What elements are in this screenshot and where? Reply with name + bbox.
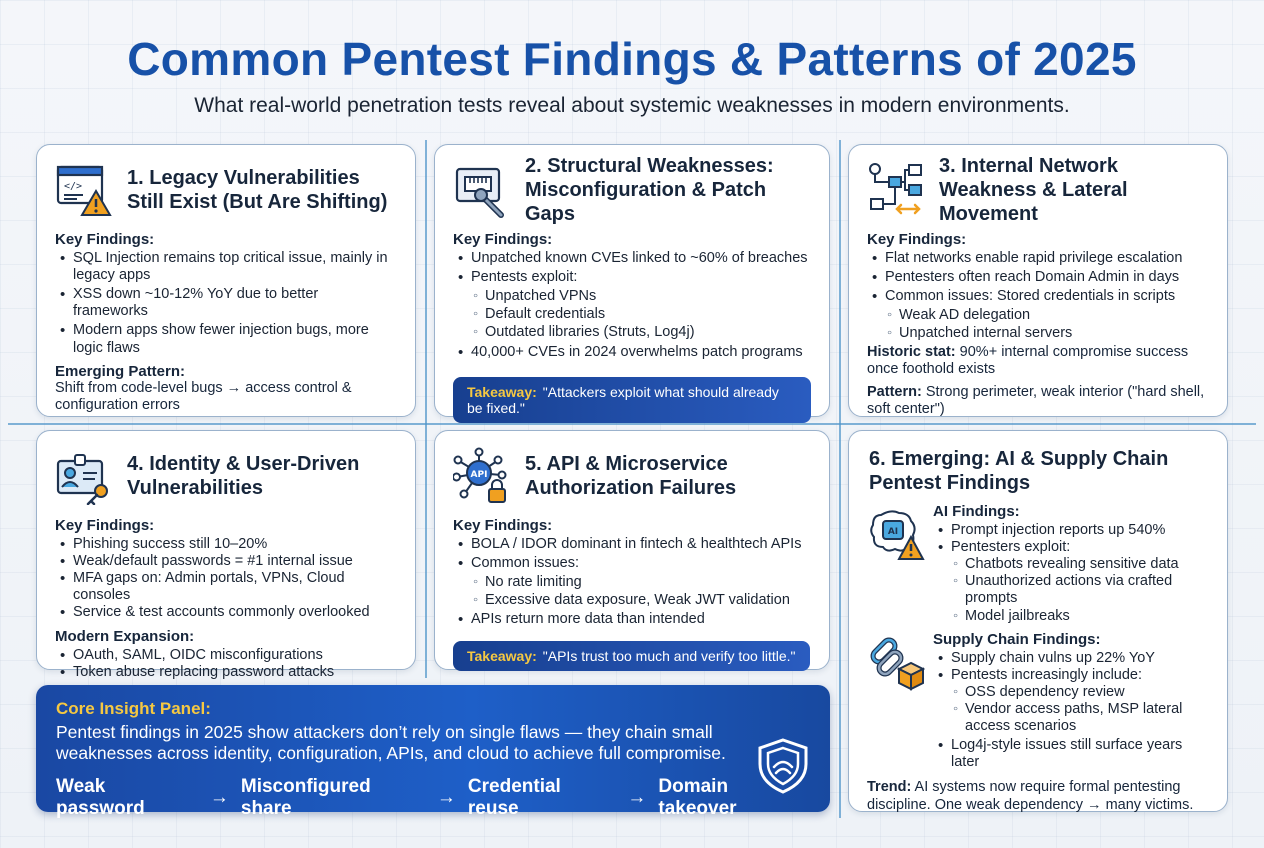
list-item: Pentests increasingly include: xyxy=(933,667,1209,685)
arrow-icon: → xyxy=(209,787,229,808)
sub-list-item: No rate limiting xyxy=(453,574,811,591)
list-item: Service & test accounts commonly overloo… xyxy=(55,604,397,622)
page-subtitle: What real-world penetration tests reveal… xyxy=(194,94,1070,117)
svg-text:</>: </> xyxy=(64,181,82,192)
sub-list-item: Vendor access paths, MSP lateral access … xyxy=(933,701,1209,735)
list-item: Weak/default passwords = #1 internal iss… xyxy=(55,553,397,571)
list-item: Flat networks enable rapid privilege esc… xyxy=(867,250,1209,268)
arrow-icon: → xyxy=(436,787,456,808)
list-item: Log4j-style issues still surface years l… xyxy=(933,737,1209,771)
sub-list-item: Chatbots revealing sensitive data xyxy=(933,556,1209,573)
list-item: XSS down ~10-12% YoY due to better frame… xyxy=(55,286,397,320)
chain-step: Credential reuse xyxy=(467,776,561,819)
card-identity: 4. Identity & User-Driven Vulnerabilitie… xyxy=(36,430,416,681)
svg-text:AI: AI xyxy=(888,527,898,537)
sub-list-item: Model jailbreaks xyxy=(933,608,1209,625)
card-structural-weaknesses: 2. Structural Weaknesses: Misconfigurati… xyxy=(434,144,830,423)
list-item: Phishing success still 10–20% xyxy=(55,536,397,554)
sub-list-item: Unauthorized actions via crafted prompts xyxy=(933,573,1209,607)
card-title: 1. Legacy Vulnerabilities Still Exist (B… xyxy=(127,167,388,213)
pattern-label: Pattern: xyxy=(867,383,922,400)
takeaway-banner: Takeaway: "APIs trust too much and verify… xyxy=(453,640,810,671)
takeaway-text: "APIs trust too much and verify too litt… xyxy=(542,647,796,664)
list-item: BOLA / IDOR dominant in fintech & health… xyxy=(453,536,811,554)
key-findings-label: Key Findings: xyxy=(867,231,967,248)
pattern-text: Strong perimeter, weak interior ("hard s… xyxy=(867,383,1205,417)
divider-vertical-left xyxy=(425,140,427,678)
chain-step: Domain takeover xyxy=(658,776,737,819)
page-title: Common Pentest Findings & Patterns of 20… xyxy=(127,33,1137,85)
card-title: 5. API & Microservice Authorization Fail… xyxy=(525,453,737,499)
list-item: Token abuse replacing password attacks xyxy=(55,664,397,682)
ai-findings-label: AI Findings: xyxy=(933,503,1020,520)
key-findings-label: Key Findings: xyxy=(453,517,553,534)
card-title: 2. Structural Weaknesses: Misconfigurati… xyxy=(525,155,774,225)
list-item: Prompt injection reports up 540% xyxy=(933,522,1209,540)
card-internal-network: 3. Internal Network Weakness & Lateral M… xyxy=(848,144,1228,417)
takeaway-label: Takeaway: xyxy=(467,647,537,664)
sub-list-item: Unpatched VPNs xyxy=(453,288,811,305)
divider-horizontal xyxy=(8,423,1256,425)
historic-stat-label: Historic stat: xyxy=(867,343,956,360)
list-item: Unpatched known CVEs linked to ~60% of b… xyxy=(453,250,811,268)
shield-icon xyxy=(758,738,808,794)
takeaway-label: Takeaway: xyxy=(467,383,537,400)
takeaway-banner: Takeaway:"Attackers exploit what should … xyxy=(453,376,811,423)
list-item: Pentests exploit: xyxy=(453,269,811,287)
list-item: Common issues: Stored credentials in scr… xyxy=(867,288,1209,306)
code-window-warning-icon: </> xyxy=(56,165,112,216)
list-item: Modern apps show fewer injection bugs, m… xyxy=(55,322,397,356)
id-card-key-icon xyxy=(56,454,108,505)
emerging-pattern-label: Emerging Pattern: xyxy=(55,362,186,380)
api-lock-icon: API xyxy=(453,447,507,503)
list-item: Pentesters often reach Domain Admin in d… xyxy=(867,269,1209,287)
core-insight-text: Pentest findings in 2025 show attackers … xyxy=(56,722,726,763)
list-item: MFA gaps on: Admin portals, VPNs, Cloud … xyxy=(55,570,397,604)
card-ai-supply-chain: 6. Emerging: AI & Supply Chain Pentest F… xyxy=(848,430,1228,813)
card-title: 4. Identity & User-Driven Vulnerabilitie… xyxy=(127,453,360,499)
takeaway-text: "Attackers exploit what should already b… xyxy=(467,383,779,416)
sub-list-item: Weak AD delegation xyxy=(867,307,1209,324)
supply-chain-label: Supply Chain Findings: xyxy=(933,630,1101,648)
core-insight-panel: Core Insight Panel: Pentest findings in … xyxy=(36,685,830,819)
card-api-authorization: API 5. API & Microservice Authorization … xyxy=(434,430,830,671)
card-title: 3. Internal Network Weakness & Lateral M… xyxy=(939,155,1128,225)
trend-label: Trend: xyxy=(867,779,912,796)
chain-link-box-icon xyxy=(870,637,925,691)
card-title: 6. Emerging: AI & Supply Chain Pentest F… xyxy=(869,448,1169,494)
historic-stat-text: 90%+ internal compromise success once fo… xyxy=(867,343,1189,377)
list-item: Common issues: xyxy=(453,555,811,573)
key-findings-label: Key Findings: xyxy=(55,517,155,534)
list-item: Supply chain vulns up 22% YoY xyxy=(933,650,1209,668)
list-item: SQL Injection remains top critical issue… xyxy=(55,250,397,284)
arrow-icon: → xyxy=(627,787,647,808)
card-legacy-vulnerabilities: </> 1. Legacy Vulnerabilities Still Exis… xyxy=(36,144,416,417)
svg-text:API: API xyxy=(471,470,488,480)
list-item: APIs return more data than intended xyxy=(453,611,811,629)
list-item: 40,000+ CVEs in 2024 overwhelms patch pr… xyxy=(453,344,811,362)
list-item: OAuth, SAML, OIDC misconfigurations xyxy=(55,647,397,665)
network-port-wrench-icon xyxy=(455,167,504,218)
network-nodes-icon xyxy=(869,163,922,215)
sub-list-item: Unpatched internal servers xyxy=(867,325,1209,342)
attack-chain: Weak password → Misconfigured share → Cr… xyxy=(56,776,810,820)
sub-list-item: Excessive data exposure, Weak JWT valida… xyxy=(453,592,811,609)
key-findings-label: Key Findings: xyxy=(55,231,155,248)
trend-text: AI systems now require formal pentesting… xyxy=(867,779,1194,813)
list-item: Pentesters exploit: xyxy=(933,539,1209,557)
sub-list-item: OSS dependency review xyxy=(933,684,1209,701)
modern-expansion-label: Modern Expansion: xyxy=(55,627,195,645)
divider-vertical-right xyxy=(839,140,841,818)
ai-brain-warning-icon: AI xyxy=(870,510,925,560)
emerging-pattern-text: Shift from code-level bugs → access cont… xyxy=(55,379,352,413)
sub-list-item: Outdated libraries (Struts, Log4j) xyxy=(453,324,811,341)
key-findings-label: Key Findings: xyxy=(453,231,553,248)
sub-list-item: Default credentials xyxy=(453,306,811,323)
chain-step: Weak password xyxy=(56,776,145,819)
core-insight-title: Core Insight Panel: xyxy=(56,699,211,718)
chain-step: Misconfigured share xyxy=(240,776,371,819)
